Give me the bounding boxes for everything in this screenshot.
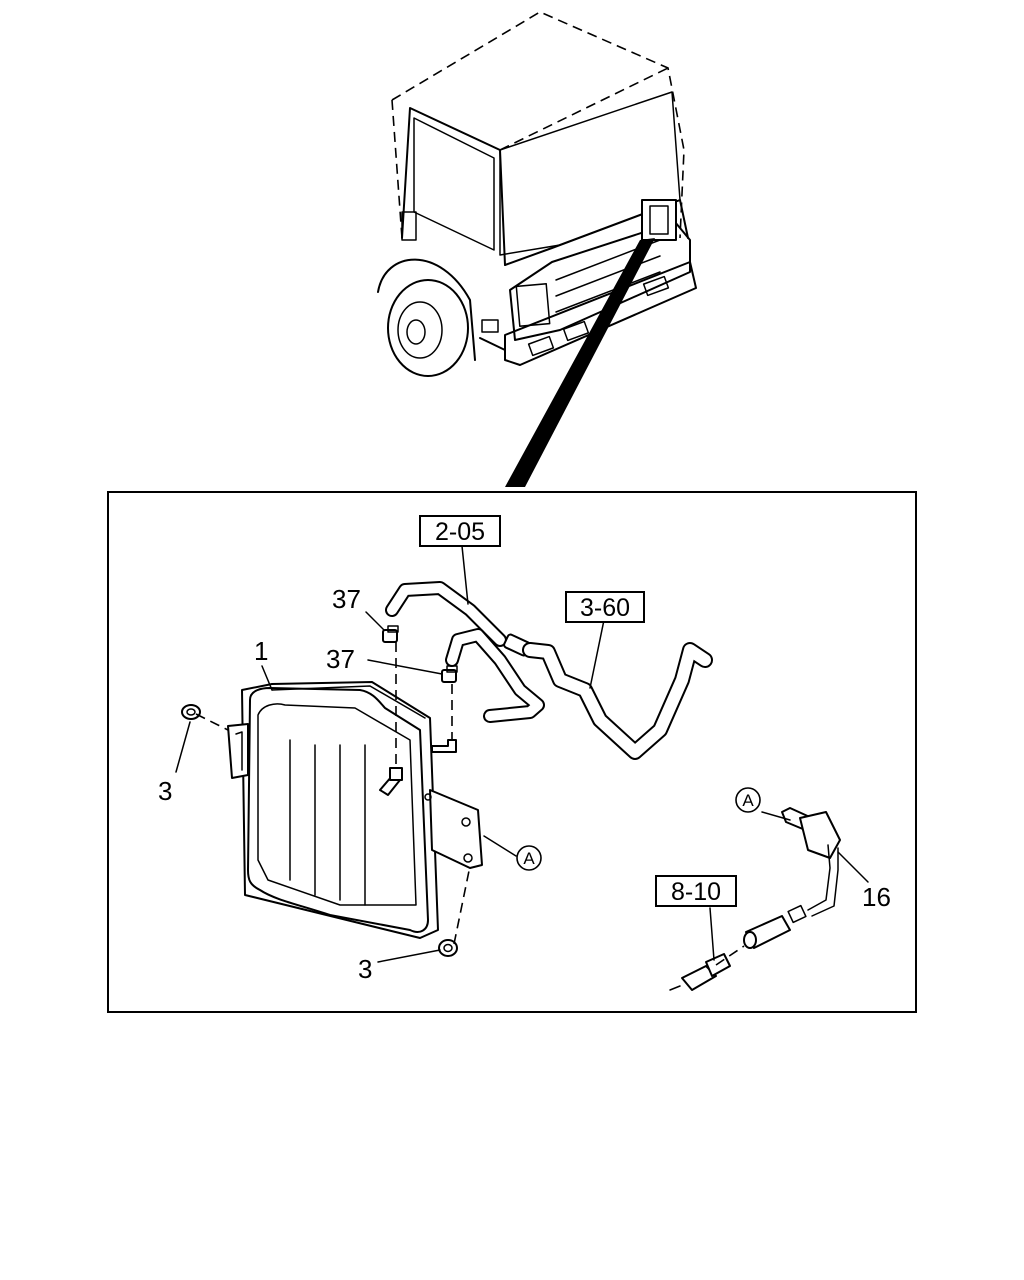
connector-mark-tank: A — [516, 845, 542, 871]
nut-upper-dash — [195, 713, 229, 731]
callout-part-37-lower: 37 — [326, 644, 355, 674]
ref-box-8-10[interactable]: 8-10 — [655, 875, 737, 907]
nut-lower — [438, 939, 458, 957]
callout-part-16: 16 — [862, 882, 891, 912]
callout-part-37-upper: 37 — [332, 584, 361, 614]
level-switch — [669, 807, 841, 991]
nut-lower-dash — [453, 865, 471, 945]
clamp-lower — [441, 665, 458, 683]
hose-2-05 — [385, 581, 545, 723]
ref-3-60-label: 3-60 — [580, 594, 630, 622]
callout-part-3-upper: 3 — [158, 776, 172, 806]
harness-dash — [715, 945, 745, 966]
connector-mark-switch: A — [735, 787, 761, 813]
callout-part-1: 1 — [254, 636, 268, 666]
ref-box-3-60[interactable]: 3-60 — [565, 591, 645, 623]
truck-cab-illustration — [377, 11, 697, 487]
detail-frame — [107, 491, 917, 1013]
leader-lines — [175, 545, 869, 963]
ref-box-2-05[interactable]: 2-05 — [419, 515, 501, 547]
ref-8-10-label: 8-10 — [671, 878, 721, 906]
washer-tank — [227, 681, 483, 939]
connector-mark-switch-label: A — [742, 791, 754, 810]
hose-3-60 — [522, 642, 713, 760]
callout-part-3-lower: 3 — [358, 954, 372, 984]
connector-mark-tank-label: A — [523, 849, 535, 868]
clamp-upper — [382, 625, 399, 643]
nut-upper — [181, 704, 201, 720]
ref-2-05-label: 2-05 — [435, 518, 485, 546]
